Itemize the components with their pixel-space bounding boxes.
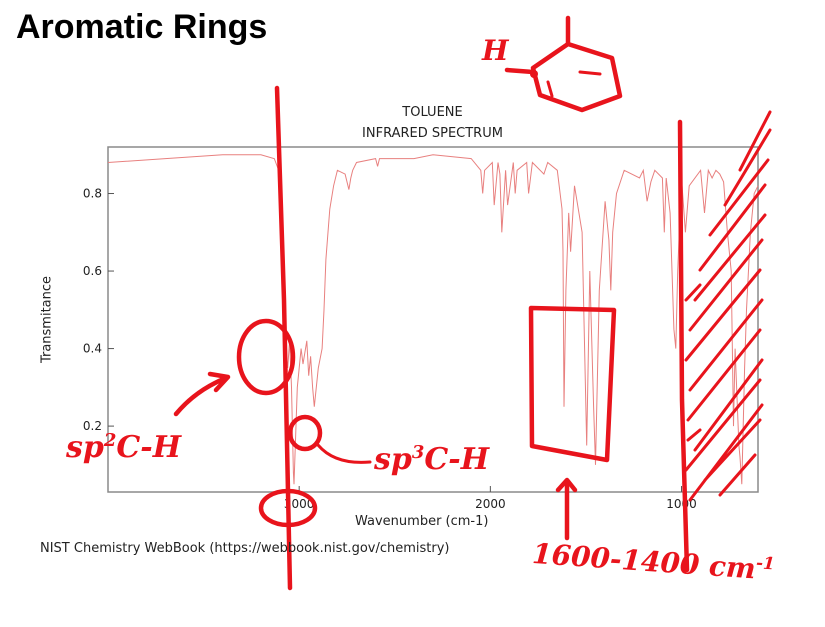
plot-frame bbox=[107, 146, 759, 493]
y-tick-label: 0.4 bbox=[83, 342, 102, 356]
y-tick-label: 0.2 bbox=[83, 419, 102, 433]
tick-3000-circle bbox=[258, 488, 318, 528]
x-tick-label: 3000 bbox=[284, 497, 315, 511]
handwritten-annotations bbox=[173, 15, 772, 591]
sp3-sup: 3 bbox=[411, 442, 425, 463]
fingerprint-hatching bbox=[684, 110, 772, 502]
y-tick-label: 0.8 bbox=[83, 187, 102, 201]
sp2-arrow bbox=[173, 375, 229, 417]
benzene-ring-sketch bbox=[530, 41, 623, 113]
slide-title: Aromatic Rings bbox=[16, 8, 268, 46]
sp3-rest: C-H bbox=[424, 442, 490, 477]
divider-line-1000 bbox=[677, 119, 690, 573]
source-credit: NIST Chemistry WebBook (https://webbook.… bbox=[40, 541, 450, 556]
h-label: H bbox=[482, 34, 509, 67]
x-axis-label: Wavenumber (cm-1) bbox=[355, 514, 489, 529]
sp2-base: sp bbox=[66, 430, 104, 465]
x-tick-label: 2000 bbox=[475, 497, 506, 511]
sp2-peak-circle bbox=[236, 318, 296, 396]
sp3-label: sp3C-H bbox=[374, 442, 489, 477]
benzene-double-bond-2 bbox=[546, 80, 554, 98]
sp2-sup: 2 bbox=[103, 430, 117, 451]
chart-subtitle: INFRARED SPECTRUM bbox=[362, 126, 503, 141]
sp2-rest: C-H bbox=[116, 430, 182, 465]
y-axis-label: Transmitance bbox=[39, 275, 55, 364]
h-bond-dot bbox=[530, 70, 538, 78]
sp3-connector bbox=[316, 443, 372, 464]
spectrum-line bbox=[107, 154, 759, 485]
h-bond-line bbox=[504, 67, 536, 75]
sp3-peak-circle bbox=[287, 414, 323, 452]
y-tick-label: 0.6 bbox=[83, 264, 102, 278]
range-sup: -1 bbox=[755, 552, 776, 574]
sp3-base: sp bbox=[374, 442, 412, 477]
chart-title: TOLUENE bbox=[402, 105, 463, 120]
sp2-label: sp2C-H bbox=[66, 430, 181, 465]
range-box bbox=[528, 305, 617, 463]
sp2-arrowhead bbox=[207, 371, 231, 393]
range-arrowhead bbox=[555, 477, 578, 493]
benzene-double-bond-1 bbox=[578, 70, 602, 76]
